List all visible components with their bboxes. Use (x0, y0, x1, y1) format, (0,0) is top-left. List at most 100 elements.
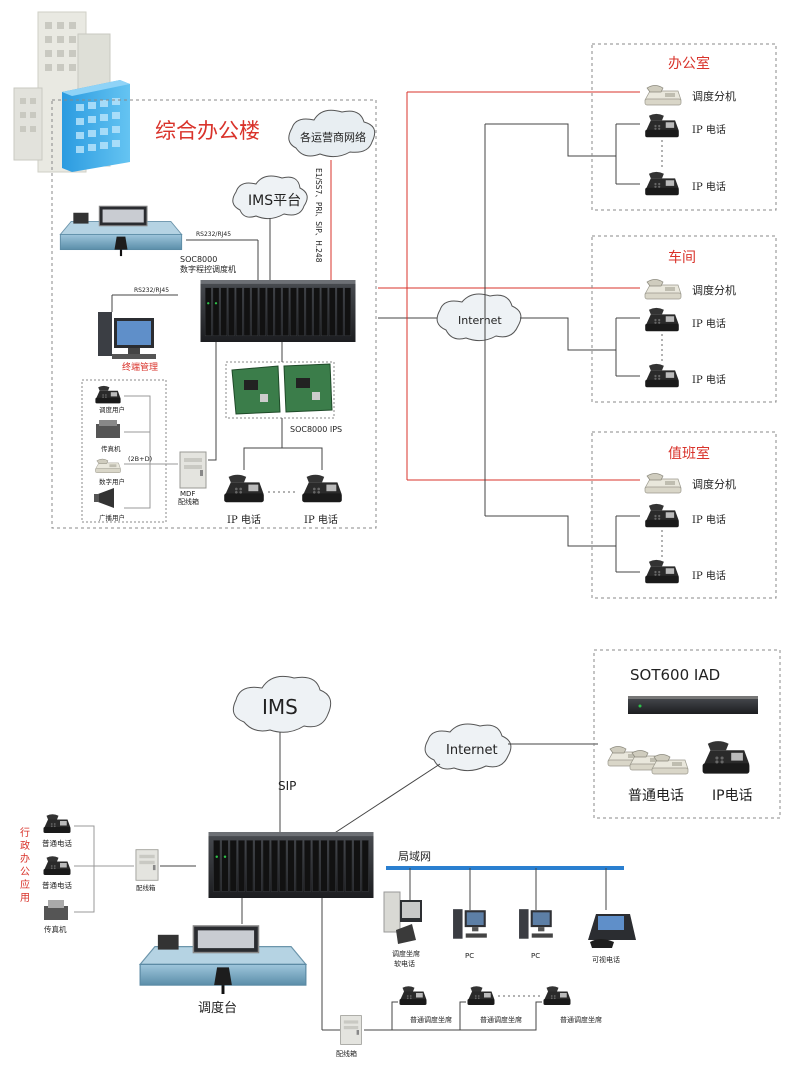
ip-phone-top-1-label: IP 电话 (227, 513, 261, 526)
admin-char-3: 办 (20, 852, 30, 865)
ip-phone-top-2 (302, 474, 342, 503)
admin-phone-2: 普通电话 (42, 880, 72, 890)
rs232-left: RS232/RJ45 (134, 287, 169, 294)
building-boundary (51, 99, 377, 529)
site-workshop-ip2: IP 电话 (692, 373, 726, 386)
iad-ip-phone-label: IP电话 (712, 788, 753, 804)
admin-phone-1: 普通电话 (42, 838, 72, 848)
site-duty-ip1: IP 电话 (692, 513, 726, 526)
switch-desc: 数字程控调度机 (180, 264, 236, 274)
admin-char-4: 公 (20, 867, 30, 878)
iad-title: SOT600 IAD (630, 666, 720, 684)
admin-fax: 传真机 (44, 924, 67, 934)
site-office-dispatch-icon (644, 84, 682, 106)
mdf-bottom-icon (340, 1015, 362, 1045)
office-building-icon (13, 11, 130, 173)
building-title: 综合办公楼 (155, 119, 260, 143)
pc-2-label: PC (531, 952, 540, 960)
internet-top-label: Internet (458, 314, 502, 327)
terminal-pc-icon (98, 312, 156, 359)
user-fax: 传真机 (101, 444, 121, 453)
admin-char-5: 应 (20, 878, 30, 891)
site-duty-ip2-icon (645, 559, 679, 584)
mdf-top-desc: 配线箱 (178, 497, 199, 506)
iad-plain-phone-label: 普通电话 (628, 788, 684, 804)
soft-phone-2: 软电话 (394, 959, 415, 968)
site-duty-ip2: IP 电话 (692, 569, 726, 582)
site-duty-dispatch-icon (644, 472, 682, 494)
ims-cloud-bottom: IMS (232, 675, 332, 733)
pc-2-icon (519, 909, 553, 939)
mdf-top-name: MDF (180, 490, 195, 498)
seat-1-icon (399, 986, 427, 1005)
soft-phone-1: 调度坐席 (392, 949, 420, 958)
internet-bottom-label: Internet (446, 743, 498, 758)
mdf-top-icon (179, 451, 207, 489)
site-office-dispatch: 调度分机 (692, 89, 736, 103)
internet-cloud-top: Internet (436, 293, 522, 342)
mdf-left-label: 配线箱 (136, 883, 156, 892)
mdf-bottom-label: 配线箱 (336, 1049, 357, 1058)
digital-user-icon (95, 458, 121, 474)
dispatch-user-icon (95, 385, 121, 404)
user-icons (94, 385, 121, 508)
link-2bd: (2B+D) (128, 455, 152, 463)
site-workshop-ip1: IP 电话 (692, 317, 726, 330)
user-digital: 数字用户 (99, 477, 125, 486)
site-workshop-dispatch-icon (644, 278, 682, 300)
site-workshop-ip1-icon (645, 307, 679, 332)
admin-phone-1-icon (43, 814, 71, 833)
iad-plain-phone-3 (651, 753, 689, 775)
site-duty-dispatch: 调度分机 (692, 477, 736, 491)
switch-model: SOC8000 (180, 255, 217, 264)
mdf-left-icon (135, 849, 159, 881)
iad-device-icon (628, 696, 758, 714)
carrier-link-label: E1/SS7、PRI、SIP、H.248 (314, 168, 323, 263)
seat-3: 普通调度坐席 (560, 1015, 602, 1024)
site-duty-room: 值班室 调度分机 IP 电话 IP 电话 (591, 431, 777, 599)
site-duty-name: 值班室 (668, 445, 710, 462)
terminal-mgmt-label: 终端管理 (122, 361, 158, 373)
switch-bottom (208, 832, 374, 898)
rs232-top: RS232/RJ45 (196, 231, 231, 238)
video-phone-icon (588, 914, 636, 948)
seat-1: 普通调度坐席 (410, 1015, 452, 1024)
ips-label: SOC8000 IPS (290, 425, 342, 434)
ims-bottom-label: IMS (262, 695, 298, 719)
site-office: 办公室 调度分机 IP 电话 IP 电话 (591, 43, 777, 211)
site-office-name: 办公室 (668, 55, 710, 72)
site-workshop: 车间 调度分机 IP 电话 IP 电话 (591, 235, 777, 403)
admin-char-1: 行 (20, 826, 30, 839)
console-label: 调度台 (198, 1000, 237, 1016)
site-duty-ip1-icon (645, 503, 679, 528)
carrier-cloud-label: 各运营商网络 (300, 130, 366, 144)
ips-board-icon (231, 363, 333, 415)
seat-2: 普通调度坐席 (480, 1015, 522, 1024)
site-office-ip2-icon (645, 171, 679, 196)
ip-phone-top-2-label: IP 电话 (304, 513, 338, 526)
admin-phone-2-icon (43, 856, 71, 875)
iad-boundary (593, 649, 781, 819)
pc-1-label: PC (465, 952, 474, 960)
pc-1-icon (453, 909, 487, 939)
sip-label: SIP (278, 779, 296, 793)
ip-phone-top-1 (224, 474, 264, 503)
lan-label: 局域网 (398, 850, 431, 863)
ims-platform-cloud: IMS平台 (232, 175, 308, 220)
iad-ip-phone-icon (702, 741, 750, 774)
user-broadcast: 广播用户 (99, 513, 125, 522)
admin-char-2: 政 (20, 839, 30, 852)
site-office-ip2: IP 电话 (692, 180, 726, 193)
admin-fax-icon (44, 900, 68, 920)
video-phone-label: 可视电话 (592, 955, 620, 964)
soft-phone-station-icon (383, 891, 422, 944)
seat-2-icon (467, 986, 495, 1005)
user-dispatch: 调度用户 (99, 405, 125, 414)
site-workshop-dispatch: 调度分机 (692, 283, 736, 297)
site-office-ip1: IP 电话 (692, 123, 726, 136)
carrier-network-cloud: 各运营商网络 (288, 109, 376, 158)
dispatch-console-top (59, 205, 183, 258)
site-office-ip1-icon (645, 113, 679, 138)
